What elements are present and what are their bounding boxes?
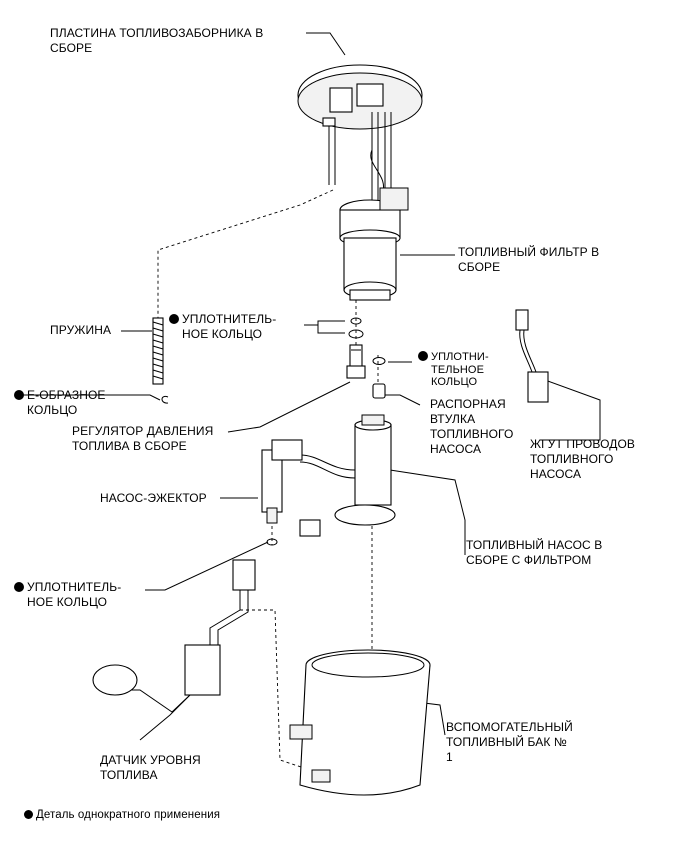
fuel-sender-gauge xyxy=(92,559,256,713)
label-line: УПЛОТНИ- xyxy=(418,351,489,364)
label-fuel-pump: ТОПЛИВНЫЙ НАСОС В СБОРЕ С ФИЛЬТРОМ xyxy=(466,538,602,568)
label-line: ДАТЧИК УРОВНЯ xyxy=(100,753,201,767)
label-line: ТОПЛИВНЫЙ НАСОС В xyxy=(466,538,603,552)
label-text: Е-ОБРАЗНОЕ xyxy=(27,388,106,402)
label-sub-tank: ВСПОМОГАТЕЛЬНЫЙ ТОПЛИВНЫЙ БАК № 1 xyxy=(446,720,573,765)
label-jet-pump: НАСОС-ЭЖЕКТОР xyxy=(100,491,207,505)
label-line: 1 xyxy=(446,750,453,764)
pump-spacer xyxy=(372,383,386,399)
label-line: НАСОСА xyxy=(430,442,482,456)
label-e-ring: Е-ОБРАЗНОЕ КОЛЬЦО xyxy=(14,388,106,418)
label-line: ТОПЛИВНЫЙ БАК № xyxy=(446,735,567,749)
label-line: ТОПЛИВА xyxy=(100,768,158,782)
spring xyxy=(152,317,164,385)
label-o-ring-small: УПЛОТНИ- ТЕЛЬНОЕ КОЛЬЦО xyxy=(418,351,489,389)
label-line: УПЛОТНИТЕЛЬ- xyxy=(14,580,121,595)
label-line: КОЛЬЦО xyxy=(431,376,478,388)
pressure-regulator xyxy=(346,344,366,379)
single-use-marker xyxy=(14,582,24,592)
fuel-suction-plate xyxy=(297,64,423,210)
label-o-ring-top: УПЛОТНИТЕЛЬ- НОЕ КОЛЬЦО xyxy=(169,312,276,342)
label-pressure-regulator: РЕГУЛЯТОР ДАВЛЕНИЯ ТОПЛИВА В СБОРЕ xyxy=(72,424,213,454)
e-ring xyxy=(161,395,169,404)
legend: Деталь однократного применения xyxy=(24,808,220,823)
jet-pump xyxy=(261,439,321,537)
single-use-marker xyxy=(24,810,33,819)
leader-lines xyxy=(22,32,601,741)
label-line: Е-ОБРАЗНОЕ xyxy=(14,388,106,403)
label-line: ТОПЛИВНЫЙ ФИЛЬТР В xyxy=(458,245,600,259)
label-line: ЖГУТ ПРОВОДОВ xyxy=(530,437,636,451)
label-fuel-filter: ТОПЛИВНЫЙ ФИЛЬТР В СБОРЕ xyxy=(458,245,599,275)
label-line: ВТУЛКА xyxy=(430,412,476,426)
label-line: УПЛОТНИТЕЛЬ- xyxy=(169,312,276,327)
label-line: СБОРЕ xyxy=(458,260,501,274)
label-line: ТОПЛИВА В СБОРЕ xyxy=(72,439,187,453)
label-line: СБОРЕ xyxy=(50,41,93,55)
fuel-filter xyxy=(339,187,409,301)
label-line: ТЕЛЬНОЕ xyxy=(431,363,485,376)
pump-wire-harness xyxy=(515,309,549,403)
label-line: РАСПОРНАЯ xyxy=(430,397,506,411)
label-line: ВСПОМОГАТЕЛЬНЫЙ xyxy=(446,720,573,734)
label-line: ПЛАСТИНА ТОПЛИВОЗАБОРНИКА В xyxy=(50,26,264,40)
single-use-marker xyxy=(418,351,428,361)
o-rings xyxy=(266,317,386,546)
label-fuel-sender: ДАТЧИК УРОВНЯ ТОПЛИВА xyxy=(100,753,201,783)
label-text: УПЛОТНИТЕЛЬ- xyxy=(182,312,277,326)
label-line: СБОРЕ С ФИЛЬТРОМ xyxy=(466,553,592,567)
label-text: УПЛОТНИ- xyxy=(431,351,489,363)
fuel-pump xyxy=(299,414,396,526)
sub-fuel-tank xyxy=(289,649,431,796)
label-line: ТОПЛИВНОГО xyxy=(530,452,614,466)
label-spring: ПРУЖИНА xyxy=(50,323,112,337)
label-line: РЕГУЛЯТОР ДАВЛЕНИЯ xyxy=(72,424,214,438)
label-line: НАСОСА xyxy=(530,467,582,481)
label-text: УПЛОТНИТЕЛЬ- xyxy=(27,580,122,594)
label-pump-spacer: РАСПОРНАЯ ВТУЛКА ТОПЛИВНОГО НАСОСА xyxy=(430,397,513,457)
label-line: НОЕ КОЛЬЦО xyxy=(27,595,108,609)
label-o-ring-bottom: УПЛОТНИТЕЛЬ- НОЕ КОЛЬЦО xyxy=(14,580,121,610)
single-use-marker xyxy=(169,314,179,324)
label-fuel-suction-plate: ПЛАСТИНА ТОПЛИВОЗАБОРНИКА В СБОРЕ xyxy=(50,26,263,56)
label-line: КОЛЬЦО xyxy=(27,403,78,417)
label-line: ТОПЛИВНОГО xyxy=(430,427,514,441)
label-pump-harness: ЖГУТ ПРОВОДОВ ТОПЛИВНОГО НАСОСА xyxy=(530,437,635,482)
single-use-marker xyxy=(14,390,24,400)
legend-text: Деталь однократного применения xyxy=(36,809,221,821)
label-line: НОЕ КОЛЬЦО xyxy=(182,327,263,341)
